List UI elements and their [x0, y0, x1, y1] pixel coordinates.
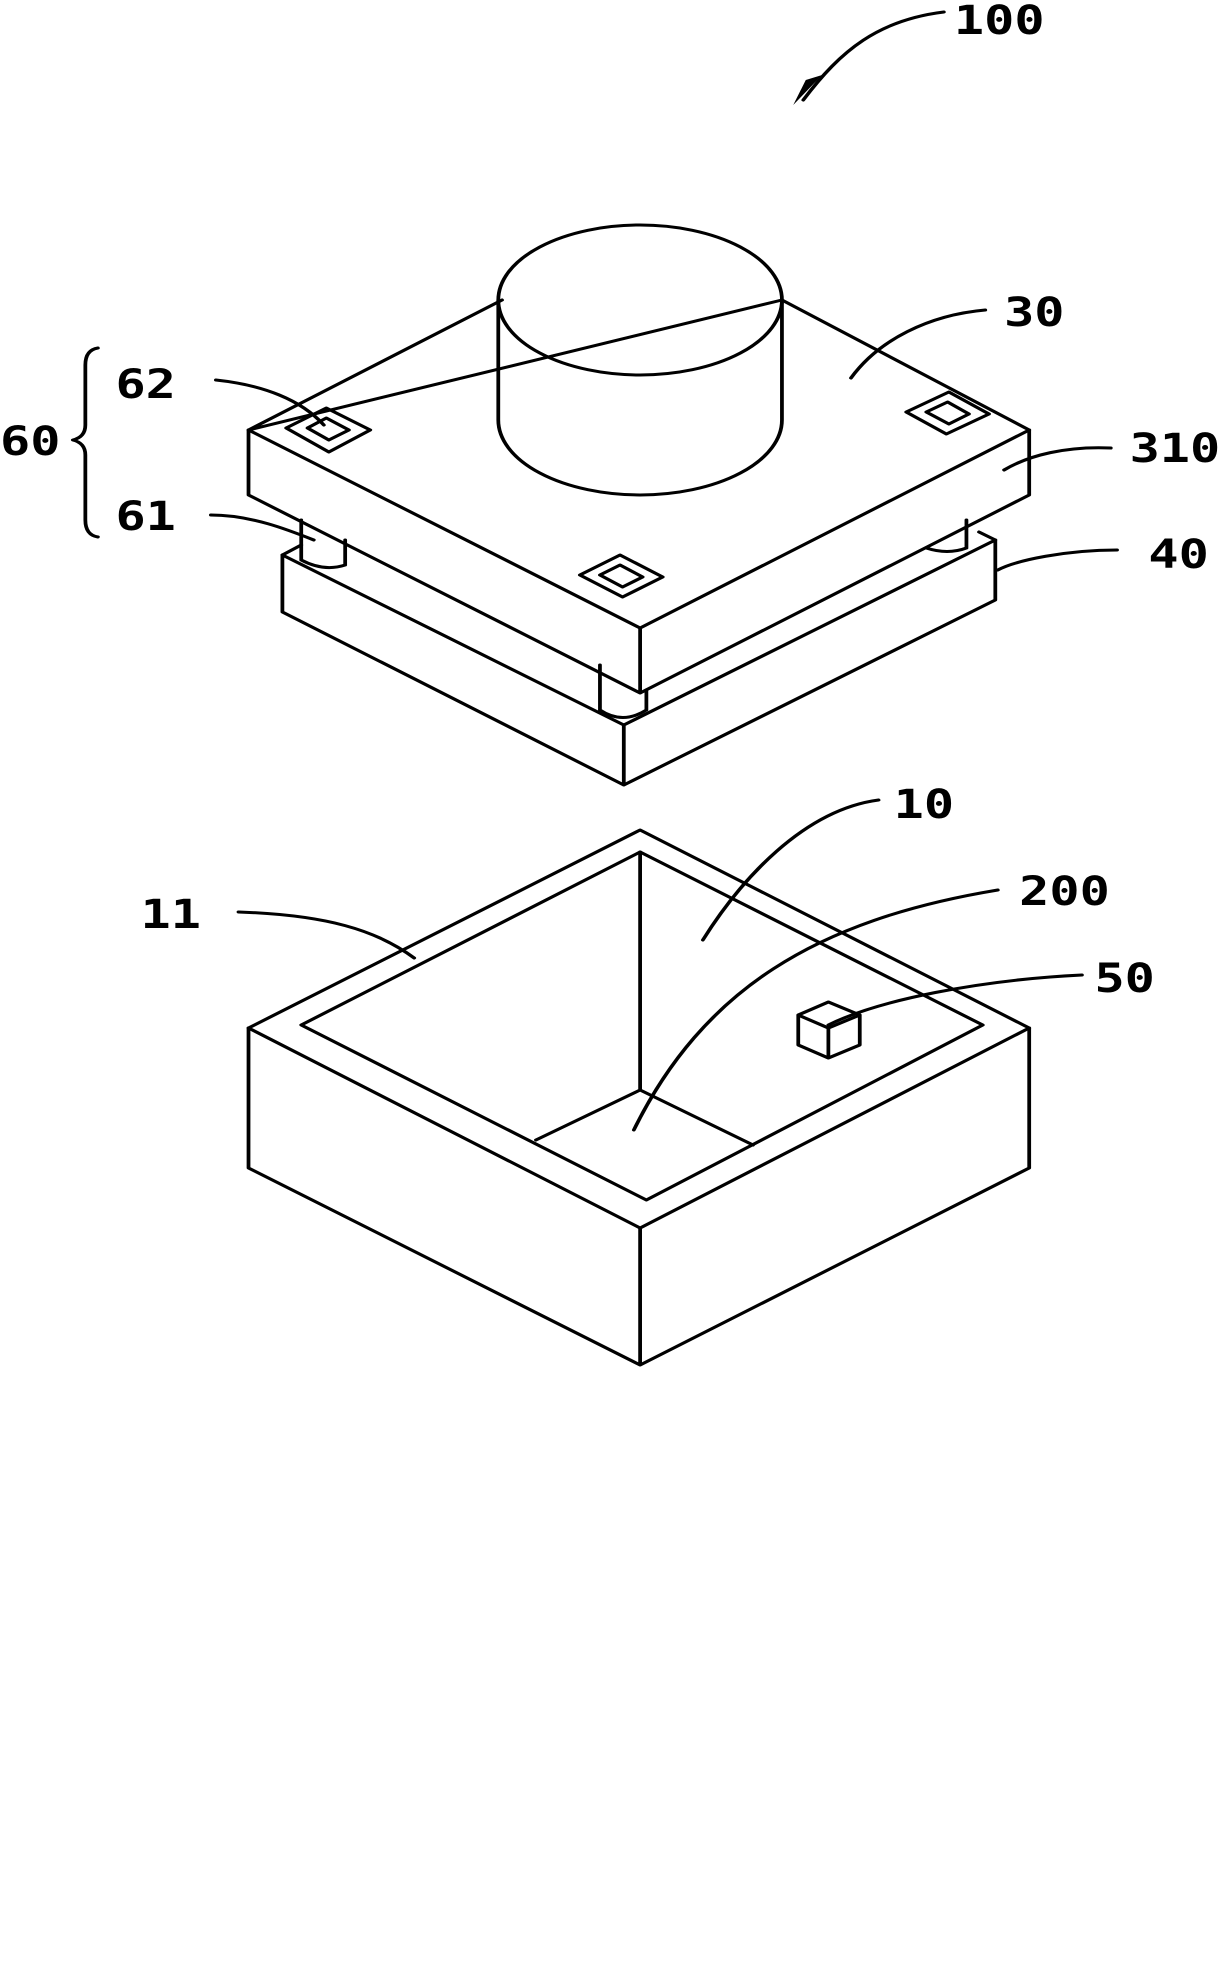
label-62: 62	[115, 361, 175, 408]
label-61: 61	[115, 493, 175, 540]
sensor-50	[796, 1000, 862, 1060]
base-plate-40	[280, 530, 998, 787]
assembly-arrow	[793, 10, 946, 105]
label-100: 100	[954, 0, 1045, 44]
label-11: 11	[141, 891, 201, 938]
label-40: 40	[1148, 531, 1208, 578]
label-10: 10	[894, 781, 954, 828]
leader-lines	[208, 308, 1119, 1132]
label-200: 200	[1019, 868, 1110, 915]
label-60: 60	[0, 418, 60, 465]
group-brace	[70, 346, 100, 539]
label-310: 310	[1130, 425, 1221, 472]
cylinder	[496, 223, 784, 497]
posts-61	[299, 518, 969, 719]
label-30: 30	[1004, 289, 1064, 336]
plate-30	[246, 298, 1032, 695]
housing-10	[246, 828, 1032, 1367]
label-50: 50	[1094, 955, 1154, 1002]
